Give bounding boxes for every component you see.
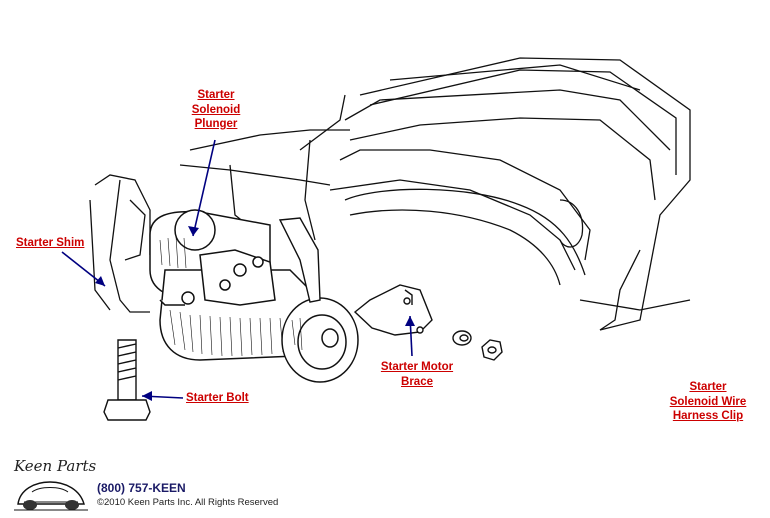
label-clip-line2: Solenoid Wire [669, 395, 747, 408]
starter-shading [159, 235, 303, 357]
leader-plunger [192, 139, 216, 237]
leader-arrowheads [95, 226, 415, 401]
label-plunger-line2: Solenoid [191, 103, 241, 116]
label-starter-shim[interactable]: Starter Shim [16, 237, 85, 249]
keen-parts-logo-text: Keen Parts [14, 457, 97, 475]
bolt-drawing [103, 339, 151, 421]
label-brace-line1: Starter Motor [380, 361, 454, 373]
label-starter-solenoid-plunger[interactable]: Starter Solenoid Plunger [188, 88, 244, 132]
copyright-text: ©2010 Keen Parts Inc. All Rights Reserve… [97, 497, 279, 508]
label-starter-solenoid-wire-harness-clip[interactable]: Starter Solenoid Wire Harness Clip [664, 380, 752, 424]
label-brace-line2: Brace [401, 375, 433, 388]
label-clip-line1: Starter [689, 381, 727, 393]
label-clip-line3: Harness Clip [672, 410, 744, 422]
starter-motor-drawing [149, 209, 359, 383]
label-starter-bolt[interactable]: Starter Bolt [186, 392, 249, 404]
label-starter-motor-brace[interactable]: Starter Motor Brace [376, 360, 458, 389]
keen-parts-car-logo [14, 481, 88, 511]
label-plunger-line3: Plunger [194, 118, 238, 130]
phone-number[interactable]: (800) 757-KEEN [97, 481, 186, 495]
label-plunger-line1: Starter [197, 89, 235, 101]
nut-washer-drawing [452, 330, 503, 361]
